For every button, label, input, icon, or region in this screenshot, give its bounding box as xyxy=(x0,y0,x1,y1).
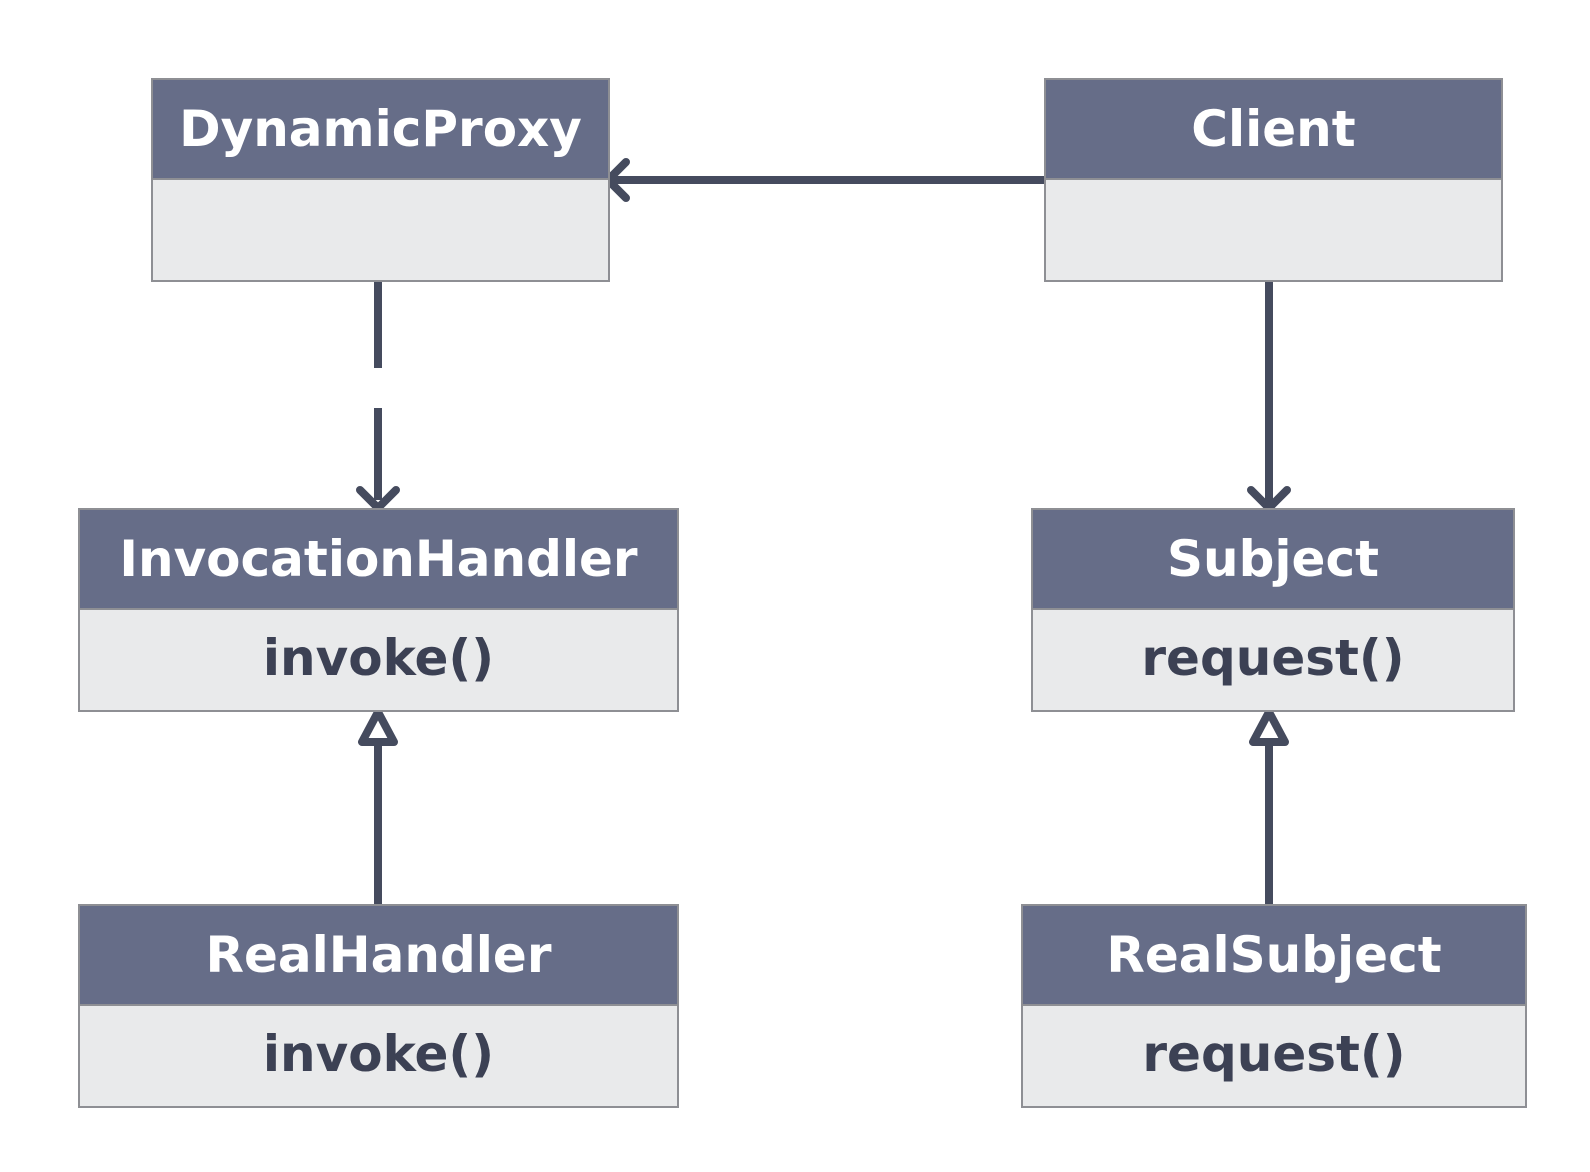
class-name: RealSubject xyxy=(1023,906,1525,1006)
class-client[interactable]: Client xyxy=(1044,78,1503,282)
hollow-triangle-arrowhead-icon xyxy=(358,708,398,746)
class-dynamicproxy[interactable]: DynamicProxy xyxy=(151,78,610,282)
client-to-subject-association xyxy=(1247,276,1291,512)
class-name: Subject xyxy=(1033,510,1513,610)
class-methods: invoke() xyxy=(262,1025,495,1083)
class-name: Client xyxy=(1046,80,1501,180)
dynamicproxy-to-invocationhandler-dependency xyxy=(356,280,400,512)
class-methods xyxy=(153,180,608,276)
class-name: RealHandler xyxy=(80,906,677,1006)
class-methods: request() xyxy=(1142,1025,1406,1083)
class-name: DynamicProxy xyxy=(153,80,608,180)
realhandler-to-invocationhandler-realization xyxy=(358,708,398,904)
class-methods: invoke() xyxy=(262,629,495,687)
class-methods: request() xyxy=(1141,629,1405,687)
realsubject-to-subject-realization xyxy=(1249,708,1289,904)
class-subject[interactable]: Subject request() xyxy=(1031,508,1515,712)
class-name: InvocationHandler xyxy=(80,510,677,610)
class-invocationhandler[interactable]: InvocationHandler invoke() xyxy=(78,508,679,712)
class-realsubject[interactable]: RealSubject request() xyxy=(1021,904,1527,1108)
class-realhandler[interactable]: RealHandler invoke() xyxy=(78,904,679,1108)
class-methods xyxy=(1046,180,1501,276)
hollow-triangle-arrowhead-icon xyxy=(1249,708,1289,746)
client-to-dynamicproxy-association xyxy=(604,158,1048,202)
